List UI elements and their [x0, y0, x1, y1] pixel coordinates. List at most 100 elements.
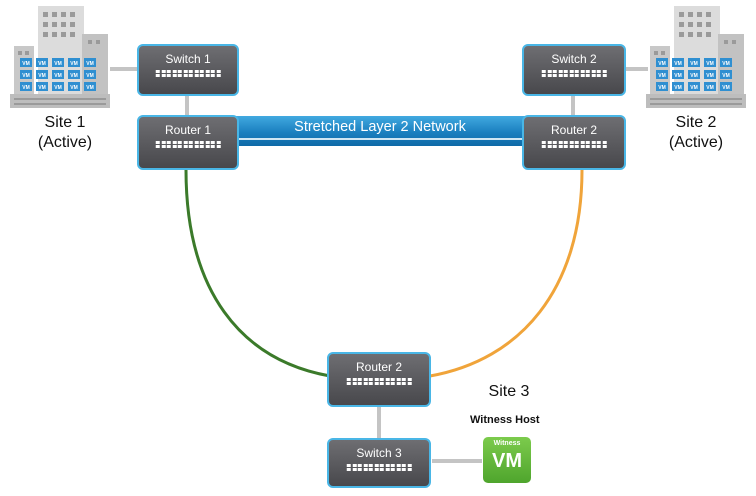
port	[558, 70, 563, 73]
port	[396, 468, 401, 471]
port	[216, 145, 221, 148]
port	[205, 74, 210, 77]
port	[161, 141, 166, 144]
port	[368, 468, 373, 471]
port	[596, 141, 601, 144]
port-grid-icon	[346, 378, 412, 385]
svg-text:VM: VM	[86, 61, 94, 67]
svg-text:VM: VM	[70, 73, 78, 79]
port	[563, 74, 568, 77]
svg-text:VM: VM	[722, 85, 730, 91]
port-grid-icon	[541, 70, 607, 77]
port	[177, 74, 182, 77]
port	[188, 70, 193, 73]
port	[210, 70, 215, 73]
svg-text:VM: VM	[706, 61, 714, 67]
svg-text:VM: VM	[690, 85, 698, 91]
port	[363, 464, 368, 467]
port	[216, 141, 221, 144]
svg-text:VM: VM	[54, 61, 62, 67]
port	[194, 145, 199, 148]
port	[210, 145, 215, 148]
port	[172, 74, 177, 77]
switch-3: Switch 3	[327, 438, 431, 488]
port	[352, 382, 357, 385]
svg-text:VM: VM	[658, 73, 666, 79]
port	[368, 464, 373, 467]
svg-text:VM: VM	[38, 85, 46, 91]
port	[569, 145, 574, 148]
port	[363, 378, 368, 381]
port	[183, 141, 188, 144]
port	[172, 141, 177, 144]
port	[541, 141, 546, 144]
witness-host-title: Witness Host	[470, 414, 540, 426]
port	[580, 145, 585, 148]
port	[390, 468, 395, 471]
stretched-l2-network-label: Stretched Layer 2 Network	[294, 119, 466, 135]
port	[602, 74, 607, 77]
port	[210, 74, 215, 77]
router-1-label: Router 1	[164, 123, 212, 137]
router-1: Router 1	[137, 115, 239, 170]
port	[166, 74, 171, 77]
green-wan-link	[184, 169, 331, 378]
site-2-label: Site 2 (Active)	[650, 113, 742, 153]
svg-text:VM: VM	[38, 73, 46, 79]
port	[547, 141, 552, 144]
port	[396, 382, 401, 385]
port	[407, 464, 412, 467]
svg-text:VM: VM	[690, 73, 698, 79]
port	[580, 74, 585, 77]
port	[558, 74, 563, 77]
router-2-label: Router 2	[550, 123, 598, 137]
port	[574, 70, 579, 73]
port	[155, 141, 160, 144]
port	[357, 464, 362, 467]
port	[552, 145, 557, 148]
port	[205, 141, 210, 144]
port	[541, 74, 546, 77]
port	[591, 141, 596, 144]
port	[374, 464, 379, 467]
port	[155, 145, 160, 148]
port	[379, 378, 384, 381]
svg-text:VM: VM	[86, 85, 94, 91]
port	[352, 468, 357, 471]
switch-1-label: Switch 1	[165, 52, 211, 66]
svg-text:VM: VM	[722, 73, 730, 79]
port	[602, 141, 607, 144]
band-highlight-line	[234, 138, 526, 140]
witness-vm-badge: Witness	[493, 440, 521, 447]
port	[357, 468, 362, 471]
port	[596, 70, 601, 73]
port	[602, 145, 607, 148]
witness-vm-icon: Witness VM	[483, 437, 531, 483]
site-1-label: Site 1 (Active)	[20, 113, 110, 153]
port	[401, 378, 406, 381]
port-grid-icon	[346, 464, 412, 471]
port	[363, 382, 368, 385]
port	[379, 464, 384, 467]
router-2: Router 2	[522, 115, 626, 170]
port	[205, 70, 210, 73]
port	[541, 145, 546, 148]
port	[574, 145, 579, 148]
port	[352, 464, 357, 467]
port	[591, 145, 596, 148]
port	[407, 382, 412, 385]
port	[547, 70, 552, 73]
port	[161, 145, 166, 148]
port	[374, 468, 379, 471]
port	[390, 378, 395, 381]
port	[199, 74, 204, 77]
port	[166, 70, 171, 73]
port	[166, 141, 171, 144]
port	[585, 141, 590, 144]
switch-2-label: Switch 2	[551, 52, 597, 66]
port	[585, 74, 590, 77]
port	[172, 70, 177, 73]
svg-text:VM: VM	[22, 73, 30, 79]
port	[368, 382, 373, 385]
svg-text:VM: VM	[70, 85, 78, 91]
